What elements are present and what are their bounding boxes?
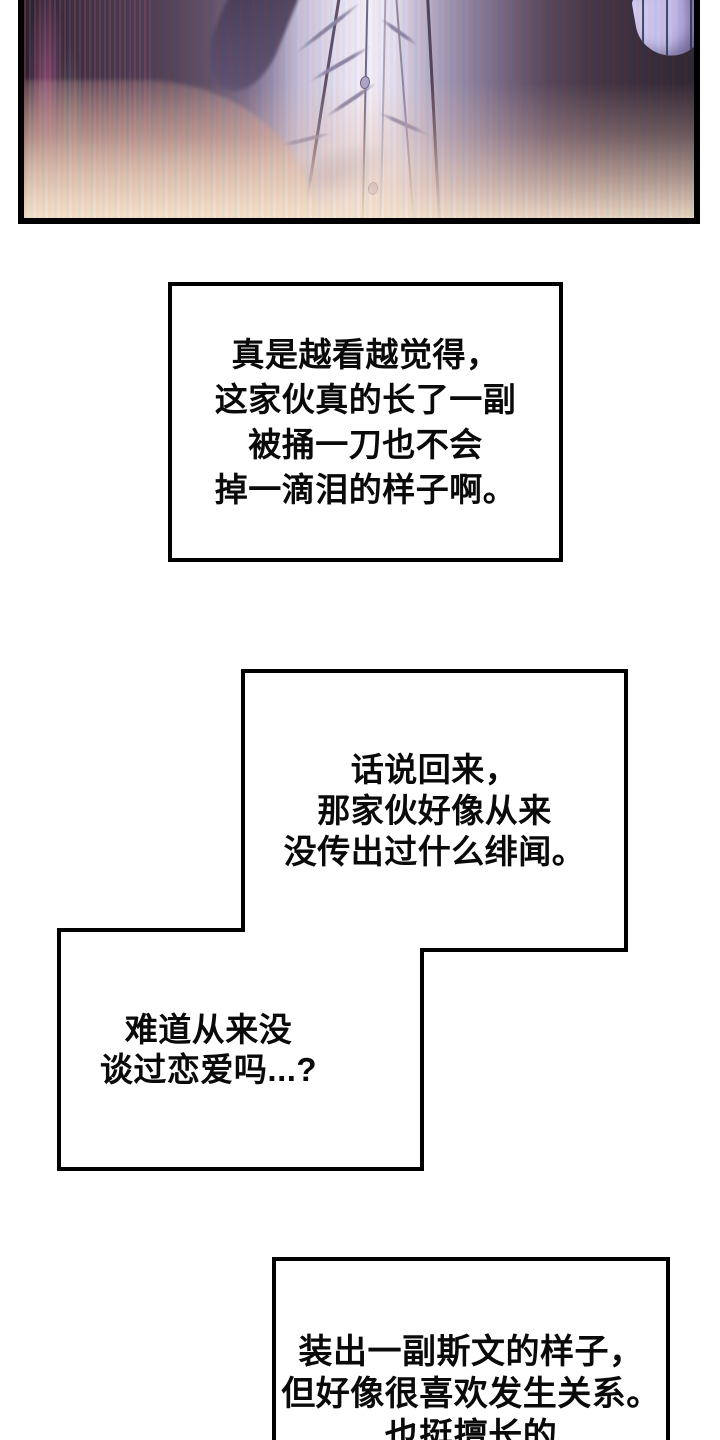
bottom-light-glow [24,0,694,218]
text-line: 被捅一刀也不会 [248,426,483,463]
scanline-texture [24,0,694,218]
text-line: 掉一滴泪的样子啊。 [214,471,517,508]
text-line: 这家伙真的长了一副 [214,381,517,418]
text-line: 装出一副斯文的样子， [298,1333,644,1371]
text-line: 没传出过什么绯闻。 [283,833,586,870]
text-line: 也挺擅长的 [384,1417,558,1440]
text-line: 但好像很喜欢发生关系。 [281,1375,661,1413]
text-line: 真是越看越觉得， [231,336,500,373]
text-line: 难道从来没 [124,1010,293,1048]
narration-text-3: 难道从来没 谈过恋爱吗...? [57,928,424,1171]
suit-torso-artwork [24,0,694,218]
narration-text-1: 真是越看越觉得， 这家伙真的长了一副 被捅一刀也不会 掉一滴泪的样子啊。 [168,282,563,562]
text-line: 那家伙好像从来 [317,792,552,829]
narration-box-3-fill [61,932,420,1167]
narration-box-4 [272,1257,670,1440]
narration-text-4: 装出一副斯文的样子， 但好像很喜欢发生关系。 也挺擅长的 [272,1257,670,1440]
comic-art-panel [18,0,700,224]
narration-text-2: 话说回来， 那家伙好像从来 没传出过什么绯闻。 [241,669,628,952]
narration-box-1 [168,282,563,562]
text-line: 谈过恋爱吗...? [99,1050,318,1088]
narration-box-2-fill [245,673,624,948]
text-line: 话说回来， [350,751,519,788]
